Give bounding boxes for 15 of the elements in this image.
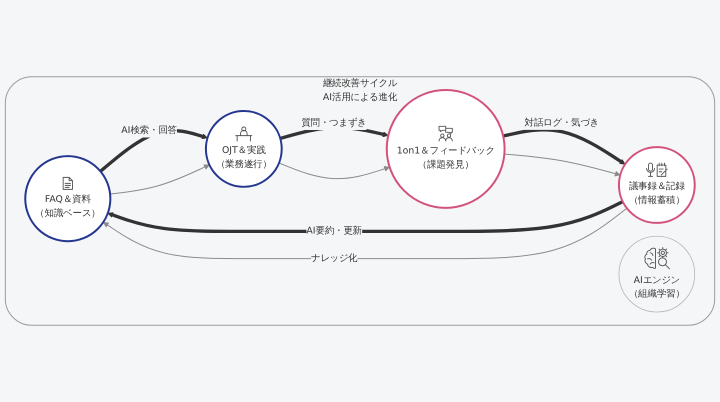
edge-label: AI検索・回答 [121, 124, 177, 138]
node-label: 議事録＆記録 （情報蓄積） [628, 180, 685, 208]
node-label: OJT＆実践 （業務遂行） [216, 144, 272, 172]
arrow [504, 154, 621, 176]
arrow [110, 164, 210, 194]
cycle-title: 継続改善サイクル AI活用による進化 [322, 77, 398, 105]
node-label: 1on1＆フィードバック （課題発見） [396, 144, 495, 172]
arrow [108, 200, 624, 234]
edge-label: 対話ログ・気づき [524, 116, 599, 130]
node-label: AIエンジン （組織学習） [628, 274, 685, 302]
edge-label: 質問・つまずき [301, 116, 366, 130]
arrow [502, 128, 626, 165]
node-label: FAQ＆資料 （知識ベース） [35, 193, 100, 221]
arrow [103, 208, 628, 260]
arrow [278, 162, 390, 180]
